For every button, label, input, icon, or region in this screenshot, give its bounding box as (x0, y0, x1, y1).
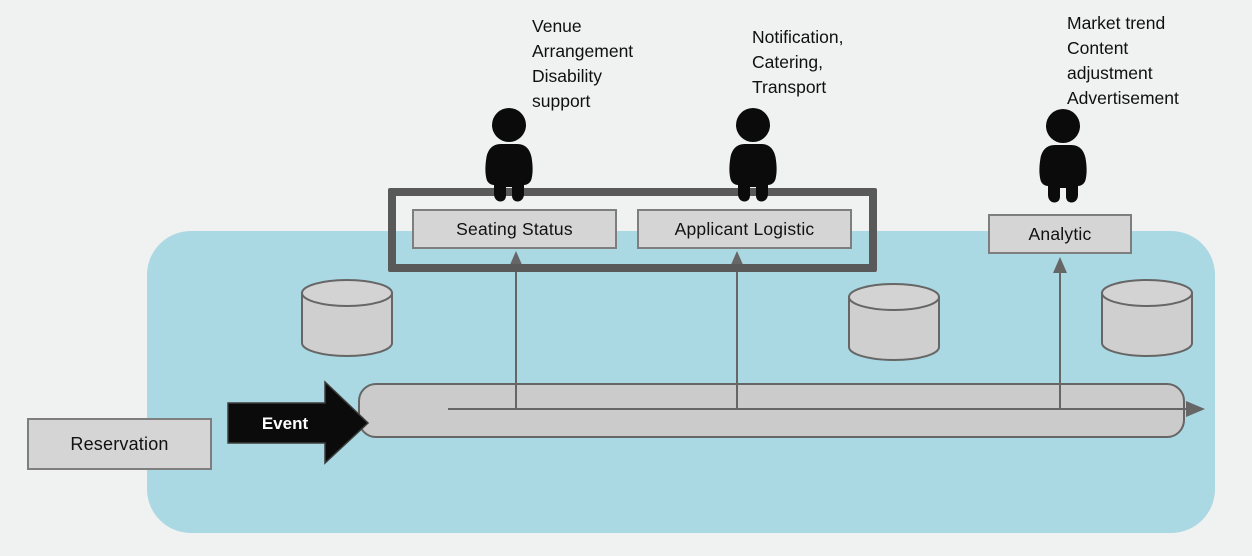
event-system-container (147, 231, 1215, 533)
reservation-label: Reservation (70, 433, 169, 454)
event-pipeline-bar (358, 383, 1185, 438)
node-reservation: Reservation (27, 418, 212, 470)
seating-status-label: Seating Status (456, 218, 573, 239)
operations-group-frame (388, 188, 877, 272)
person-icon (485, 108, 533, 202)
node-analytic: Analytic (988, 214, 1132, 254)
database-cylinder-icon (848, 283, 940, 361)
database-cylinder-icon (301, 279, 393, 357)
annotation-market-trend: Market trend Content adjustment Advertis… (1067, 13, 1179, 108)
node-applicant-logistic: Applicant Logistic (637, 209, 852, 249)
person-icon (1039, 109, 1087, 203)
database-cylinder-icon (1101, 279, 1193, 357)
annotation-venue-arrangement: Venue Arrangement Disability support (532, 16, 634, 111)
person-icon (729, 108, 777, 202)
annotation-notification-catering: Notification, Catering, Transport (752, 27, 844, 97)
applicant-logistic-label: Applicant Logistic (674, 218, 815, 239)
analytic-label: Analytic (1028, 223, 1092, 244)
node-seating-status: Seating Status (412, 209, 617, 249)
